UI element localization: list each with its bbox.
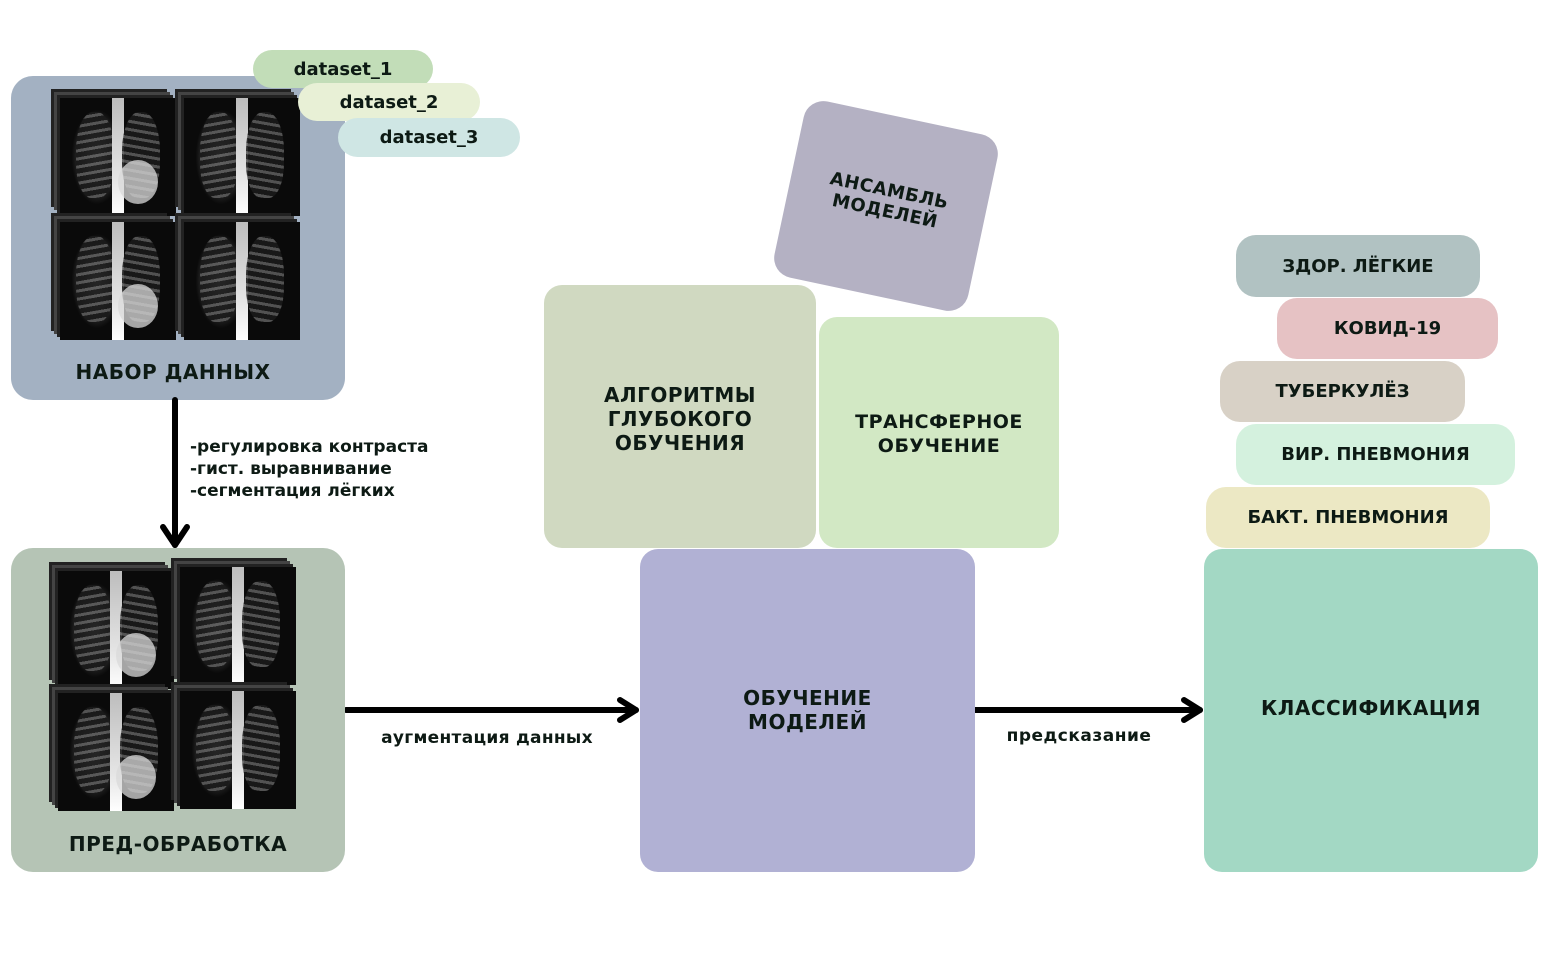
- preprocessing-panel-title: ПРЕД-ОБРАБОТКА: [68, 832, 288, 856]
- ensemble-title: АНСАМБЛЬ МОДЕЛЕЙ: [828, 168, 951, 233]
- preprocessing-xray-images: [50, 563, 296, 811]
- transfer-learning-box: [819, 317, 1059, 548]
- dataset-tag-3: dataset_3: [338, 118, 520, 157]
- dataset-tag-1: dataset_1: [253, 50, 433, 88]
- down-arrow-head: [160, 524, 190, 548]
- class-pill-covid: КОВИД-19: [1277, 298, 1498, 359]
- augmentation-label: аугментация данных: [381, 728, 593, 748]
- preprocessing-step: -регулировка контраста: [190, 437, 429, 457]
- classification-title: КЛАССИФИКАЦИЯ: [1260, 696, 1482, 720]
- training-title: ОБУЧЕНИЕ МОДЕЛЕЙ: [743, 686, 872, 734]
- right-arrow-1-head: [617, 697, 639, 723]
- training-box: [640, 549, 975, 872]
- xray-image: [58, 693, 174, 811]
- prediction-label: предсказание: [1006, 726, 1152, 746]
- preprocessing-step: -сегментация лёгких: [190, 481, 395, 501]
- class-pill-tuberculosis: ТУБЕРКУЛЁЗ: [1220, 361, 1465, 422]
- xray-image: [60, 222, 176, 340]
- dataset-tag-2: dataset_2: [298, 83, 480, 121]
- xray-image: [58, 571, 174, 689]
- class-pill-healthy: ЗДОР. ЛЁГКИЕ: [1236, 235, 1480, 297]
- right-arrow-2-head: [1181, 697, 1203, 723]
- preprocessing-step: -гист. выравнивание: [190, 459, 392, 479]
- transfer-learning-title: ТРАНСФЕРНОЕ ОБУЧЕНИЕ: [855, 411, 1023, 457]
- xray-image: [180, 691, 296, 809]
- ensemble-box: АНСАМБЛЬ МОДЕЛЕЙ: [770, 97, 1002, 315]
- xray-image: [180, 567, 296, 685]
- xray-image: [184, 98, 300, 216]
- deep-learning-box: [544, 285, 816, 548]
- xray-image: [184, 222, 300, 340]
- classification-panel: [1204, 549, 1538, 872]
- xray-image: [60, 98, 176, 216]
- deep-learning-title: АЛГОРИТМЫ ГЛУБОКОГО ОБУЧЕНИЯ: [604, 383, 756, 455]
- dataset-panel-title: НАБОР ДАННЫХ: [75, 360, 271, 384]
- class-pill-viral-pneumonia: ВИР. ПНЕВМОНИЯ: [1236, 424, 1515, 485]
- dataset-xray-images: [54, 92, 300, 340]
- preprocessing-steps: -регулировка контраста -гист. выравниван…: [190, 436, 428, 502]
- class-pill-bacterial-pneumonia: БАКТ. ПНЕВМОНИЯ: [1206, 487, 1490, 548]
